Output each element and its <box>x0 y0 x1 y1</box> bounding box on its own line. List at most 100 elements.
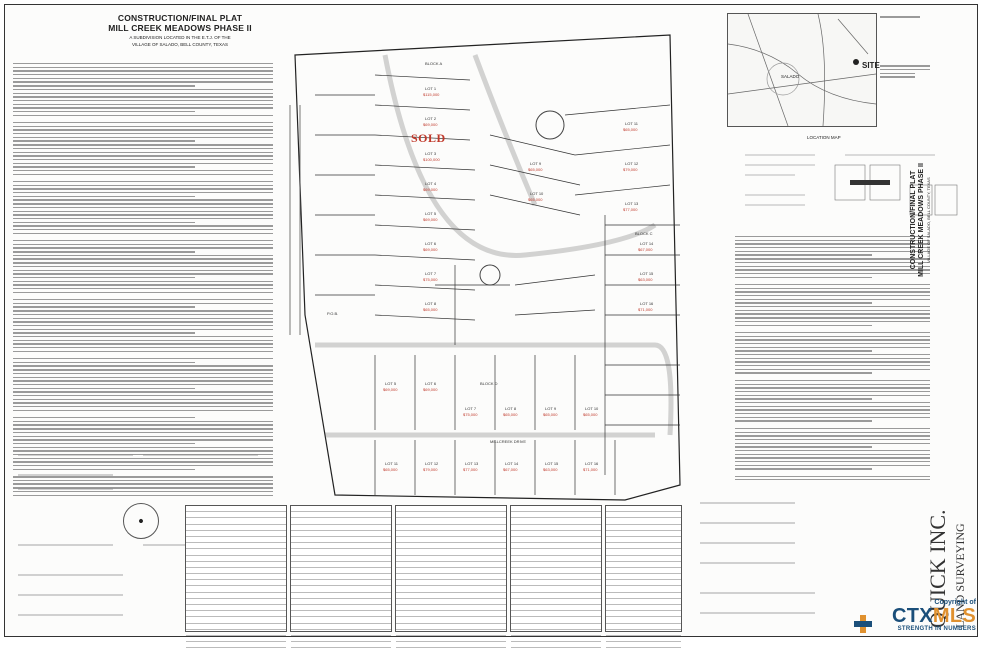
revision-text <box>880 14 920 20</box>
note-text-line <box>13 347 273 349</box>
table-row <box>606 506 681 513</box>
table-row <box>186 537 286 544</box>
table-row <box>511 531 601 537</box>
note-text-line <box>13 110 195 113</box>
lot-price: $65,000 <box>543 412 558 417</box>
table-row <box>396 586 506 593</box>
note-text-line <box>13 291 273 294</box>
table-row <box>291 624 391 630</box>
note-text-line <box>13 151 273 153</box>
title-block: CONSTRUCTION/FINAL PLAT MILL CREEK MEADO… <box>85 13 275 47</box>
note-text-line <box>13 468 195 471</box>
table-row <box>186 531 286 537</box>
table-row <box>291 543 391 550</box>
lot-price: $69,000 <box>383 387 398 392</box>
note-text-line <box>13 369 273 371</box>
note-text-line <box>13 284 273 286</box>
table-row <box>511 537 601 544</box>
note-text-line <box>735 461 930 463</box>
note-text-line <box>735 239 930 242</box>
table-row <box>396 636 506 643</box>
block-d-label: BLOCK D <box>480 381 498 386</box>
note-text-line <box>13 383 273 386</box>
note-text-line <box>13 217 273 220</box>
lot-number: LOT 10 <box>585 406 599 411</box>
vertical-title: CONSTRUCTION/FINAL PLAT MILL CREEK MEADO… <box>910 160 931 280</box>
ctxmls-watermark: Copyright of CTXMLS STRENGTH IN NUMBERS <box>846 599 976 637</box>
table-row <box>291 580 391 587</box>
table-row <box>186 617 286 624</box>
lot-price: $100,000 <box>423 157 440 162</box>
note-text-line <box>13 398 273 401</box>
table-row <box>511 574 601 581</box>
note-text-line <box>735 258 930 260</box>
table-row <box>511 568 601 575</box>
lot-number: LOT 6 <box>425 381 437 386</box>
table-row <box>511 562 601 568</box>
lot-number: LOT 16 <box>640 301 654 306</box>
curve-tables <box>185 505 685 648</box>
note-text-line <box>13 158 273 161</box>
lot-number: LOT 14 <box>640 241 654 246</box>
table-row <box>396 537 506 544</box>
lot-price: $65,000 <box>383 467 398 472</box>
lot-price: $69,000 <box>423 217 438 222</box>
lot-price: $115,000 <box>423 92 440 97</box>
curve-table <box>185 505 287 648</box>
lot-price: $77,000 <box>463 467 478 472</box>
table-row <box>606 525 681 531</box>
note-text-line <box>735 420 872 422</box>
table-row <box>606 586 681 593</box>
note-text-line <box>735 335 930 337</box>
lot-price: $65,000 <box>503 412 518 417</box>
lot-price: $65,000 <box>423 307 438 312</box>
owner-block <box>880 63 930 80</box>
table-row <box>396 593 506 599</box>
table-row <box>291 630 391 636</box>
note-text-line <box>13 299 273 301</box>
table-row <box>606 562 681 568</box>
note-text-line <box>13 428 273 430</box>
table-row <box>396 512 506 519</box>
note-text-line <box>13 144 273 146</box>
note-text-line <box>735 302 872 304</box>
table-row <box>396 630 506 636</box>
note-text-line <box>13 66 273 69</box>
table-row <box>186 543 286 550</box>
note-text-line <box>13 96 273 98</box>
table-row <box>186 611 286 618</box>
table-row <box>396 562 506 568</box>
curve-table <box>290 505 392 648</box>
table-row <box>511 586 601 593</box>
note-text-line <box>13 313 273 316</box>
table-row <box>606 543 681 550</box>
note-text-line <box>13 409 273 412</box>
lot-number: LOT 5 <box>385 381 397 386</box>
note-text-line <box>735 401 930 404</box>
table-row <box>511 525 601 531</box>
lot-number: LOT 11 <box>385 461 399 466</box>
note-text-line <box>13 85 195 87</box>
block-c-label: BLOCK C <box>635 231 653 236</box>
table-row <box>606 617 681 624</box>
table-row <box>511 605 601 612</box>
note-text-line <box>13 417 195 419</box>
table-row <box>291 525 391 531</box>
table-row <box>291 605 391 612</box>
note-text-line <box>13 339 273 342</box>
surveyor-seal-icon: ⬤ <box>123 503 159 539</box>
note-text-line <box>735 306 930 308</box>
note-text-line <box>13 391 273 393</box>
lot-number: LOT 3 <box>425 151 437 156</box>
curve-table <box>395 505 507 648</box>
plat-map: BLOCK A BLOCK C BLOCK D P.O.B. MILLCREEK… <box>289 34 681 501</box>
sold-stamp: SOLD <box>411 131 446 145</box>
note-text-line <box>13 273 273 275</box>
note-text-line <box>735 435 930 437</box>
lot-price: $75,000 <box>423 277 438 282</box>
legend-diagrams <box>745 154 958 216</box>
note-text-line <box>13 321 273 323</box>
note-text-line <box>13 450 273 452</box>
note-text-line <box>13 446 273 448</box>
table-row <box>511 556 601 562</box>
